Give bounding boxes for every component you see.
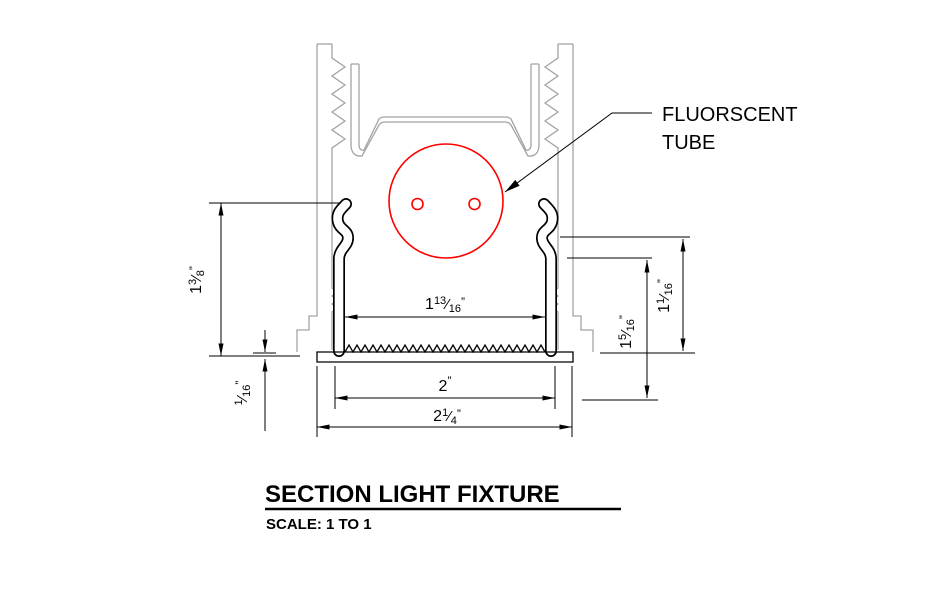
housing-profile-upper xyxy=(296,43,594,352)
dim-inner-width: 113⁄16” xyxy=(345,295,545,320)
dim-text-right-outer: 11⁄16” xyxy=(655,279,675,313)
dim-overall-width: 21⁄4” xyxy=(316,366,573,437)
callout-text-line2: TUBE xyxy=(662,132,715,154)
callout-text-line1: FLUORSCENT xyxy=(662,104,798,126)
fluorescent-tube xyxy=(388,143,504,259)
dim-right-inner-height: 15⁄16” xyxy=(567,257,658,401)
tube-pin-left xyxy=(411,197,424,211)
title-block: SECTION LIGHT FIXTURE SCALE: 1 TO 1 xyxy=(265,481,621,533)
serrated-floor xyxy=(344,343,546,354)
hat-channel-outer xyxy=(350,64,540,157)
dim-left-height: 13⁄8” xyxy=(187,202,340,357)
callout-fluorescent-tube: FLUORSCENT TUBE xyxy=(504,104,798,193)
dim-right-outer-height: 11⁄16” xyxy=(560,236,695,354)
leader-line xyxy=(504,112,652,193)
dim-flange-thickness: 1⁄16” xyxy=(233,330,276,431)
flange-plate xyxy=(316,351,574,363)
dim-text-overall-width: 21⁄4” xyxy=(433,407,461,427)
lamp-clips xyxy=(331,198,559,357)
right-clip-body xyxy=(537,199,557,356)
dim-text-inner-width: 113⁄16” xyxy=(425,295,465,315)
scale-note: SCALE: 1 TO 1 xyxy=(266,516,372,533)
dim-text-opening-width: 2” xyxy=(439,374,452,395)
dim-text-right-inner: 15⁄16” xyxy=(617,315,637,349)
dim-text-left-height: 13⁄8” xyxy=(187,266,207,294)
base-flange xyxy=(316,343,574,363)
dim-text-flange-thickness: 1⁄16” xyxy=(233,381,253,406)
tube-pin-right xyxy=(468,197,481,211)
right-outer-wall xyxy=(572,44,594,352)
drawing-title: SECTION LIGHT FIXTURE xyxy=(265,481,560,508)
hat-channel-inner xyxy=(358,64,532,151)
tube-outline xyxy=(388,143,504,259)
left-outer-wall xyxy=(296,44,318,352)
dim-opening-width: 2” xyxy=(334,366,556,409)
left-clip-body xyxy=(333,199,353,356)
